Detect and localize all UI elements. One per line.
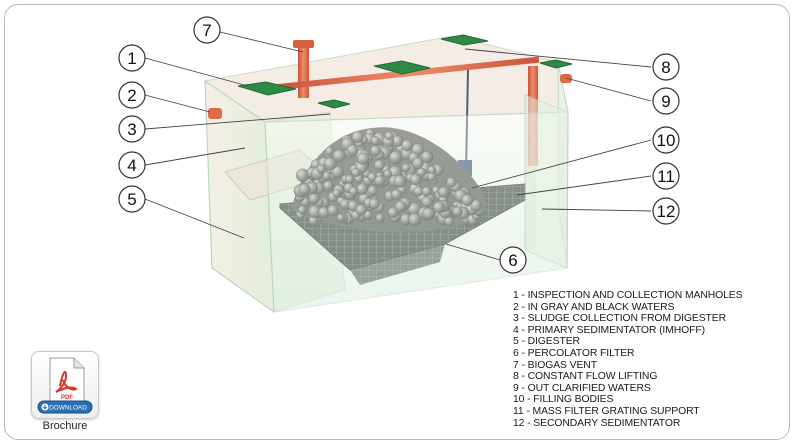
- legend-item: 6 - PERCOLATOR FILTER: [513, 347, 635, 359]
- leader-6: [445, 243, 501, 261]
- leader-8: [464, 48, 652, 68]
- legend-item: 12 - SECONDARY SEDIMENTATOR: [513, 417, 681, 429]
- download-button[interactable]: [37, 400, 93, 414]
- manhole-3: [440, 34, 489, 46]
- tank-top: [203, 35, 569, 123]
- callout-5: 5: [118, 185, 146, 213]
- callout-circle: [118, 44, 146, 72]
- callout-number: 2: [127, 86, 136, 105]
- legend-item: 2 - IN GRAY AND BLACK WATERS: [513, 301, 675, 313]
- callout-number: 9: [661, 92, 670, 111]
- acrobat-symbol: [55, 370, 78, 393]
- callout-circle: [193, 16, 221, 44]
- callout-circle: [652, 87, 680, 115]
- pdf-icon-text: PDF: [61, 395, 73, 401]
- secondary-sedimentator: [524, 94, 569, 269]
- leader-7: [219, 31, 304, 53]
- callout-number: 10: [657, 131, 676, 150]
- legend-item: 11 - MASS FILTER GRATING SUPPORT: [513, 405, 700, 417]
- callout-circle: [118, 151, 146, 179]
- callout-circle: [652, 197, 680, 225]
- legend-item: 4 - PRIMARY SEDIMENTATOR (IMHOFF): [513, 324, 706, 336]
- callout-6: 6: [499, 246, 527, 274]
- leader-9: [565, 77, 652, 102]
- inlet-pipe: [208, 108, 222, 119]
- callout-circle: [652, 126, 680, 154]
- legend-item: 8 - CONSTANT FLOW LIFTING: [513, 371, 658, 383]
- outlet-pipe: [560, 74, 572, 83]
- legend: 1 - INSPECTION AND COLLECTION MANHOLES 2…: [513, 290, 783, 429]
- callout-circle: [118, 185, 146, 213]
- leader-4: [144, 147, 246, 166]
- callout-3: 3: [118, 115, 146, 143]
- brochure-download-link[interactable]: PDF DOWNLOAD Brochure: [28, 351, 102, 435]
- legend-item: 9 - OUT CLARIFIED WATERS: [513, 382, 651, 394]
- callout-circle: [652, 162, 680, 190]
- legend-item: 1 - INSPECTION AND COLLECTION MANHOLES: [513, 290, 743, 301]
- leader-11: [516, 175, 652, 196]
- legend-item: 3 - SLUDGE COLLECTION FROM DIGESTER: [513, 313, 727, 325]
- legend-item: 7 - BIOGAS VENT: [513, 359, 597, 371]
- callout-7: 7: [193, 16, 221, 44]
- callout-4: 4: [118, 151, 146, 179]
- manhole-5: [317, 99, 351, 109]
- leader-1: [144, 57, 249, 87]
- manholes: [237, 34, 573, 109]
- callout-number: 12: [657, 202, 676, 221]
- legend-item: 5 - DIGESTER: [513, 336, 580, 348]
- leader-10: [471, 139, 652, 189]
- leader-3: [144, 113, 331, 130]
- legend-item: 10 - FILLING BODIES: [513, 394, 614, 406]
- leader-2: [144, 94, 211, 113]
- leader-5: [144, 198, 245, 239]
- callout-circle: [118, 115, 146, 143]
- callout-number: 7: [202, 21, 211, 40]
- callout-circle: [499, 246, 527, 274]
- biogas-vent-cap: [293, 40, 314, 48]
- callout-number: 4: [127, 156, 136, 175]
- callout-number: 3: [127, 120, 136, 139]
- callout-12: 12: [652, 197, 680, 225]
- callout-circle: [118, 81, 146, 109]
- callout-number: 6: [508, 251, 517, 270]
- callout-number: 11: [657, 167, 675, 186]
- callout-11: 11: [652, 162, 680, 190]
- manhole-1: [237, 81, 297, 96]
- lifting-pipe-horizontal: [278, 56, 540, 90]
- manhole-4: [539, 59, 573, 69]
- callout-number: 5: [127, 190, 136, 209]
- callout-9: 9: [652, 87, 680, 115]
- brochure-label[interactable]: Brochure: [42, 420, 88, 432]
- callout-10: 10: [652, 126, 680, 154]
- tank-front-face: [264, 111, 569, 313]
- leader-lines: [144, 31, 652, 261]
- callout-number: 1: [127, 49, 136, 68]
- leader-12: [541, 208, 652, 212]
- biogas-vent-pipe: [298, 46, 309, 98]
- callout-2: 2: [118, 81, 146, 109]
- callout-1: 1: [118, 44, 146, 72]
- callout-circle: [652, 53, 680, 81]
- callout-8: 8: [652, 53, 680, 81]
- callout-number: 8: [661, 58, 670, 77]
- manhole-2: [373, 60, 431, 75]
- brochure-tile[interactable]: PDF DOWNLOAD: [31, 351, 99, 419]
- pdf-file-icon: PDF DOWNLOAD: [37, 357, 93, 414]
- download-button-label[interactable]: DOWNLOAD: [49, 405, 87, 412]
